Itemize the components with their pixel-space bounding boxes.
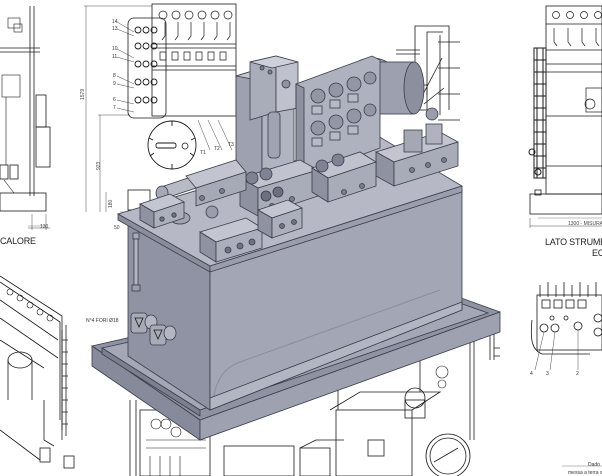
balloon-4: 4 — [530, 371, 533, 377]
drain-port-annotation: N°4 FORI Ø18 — [86, 318, 119, 324]
balloon-t3: T3 — [228, 142, 234, 148]
dim-lower-height: 923 — [96, 161, 102, 170]
dim-total-height: 1579 — [80, 88, 86, 100]
heat-exchanger — [155, 159, 247, 225]
oil-tank — [127, 189, 463, 411]
balloon-13: 13 — [112, 26, 118, 32]
right-side-view — [528, 5, 602, 228]
left-view-caption: CALORE — [0, 236, 36, 246]
dim-base-width: 130 — [40, 224, 49, 230]
balloon-9: 9 — [113, 81, 116, 87]
motor-valve-panel — [295, 55, 425, 177]
left-side-view — [0, 6, 51, 230]
power-unit-render — [91, 55, 502, 441]
dim-plate: 50 — [114, 225, 120, 231]
bottom-right-note-line1: Dado — [588, 462, 600, 468]
right-view-caption-line1: LATO STRUMENTAZIO — [545, 237, 602, 247]
balloon-7: 7 — [113, 105, 116, 111]
dim-right-measure: 1300 - MISURA — [568, 221, 602, 227]
balloon-6: 6 — [113, 97, 116, 103]
balloon-3: 3 — [546, 371, 549, 377]
balloon-t1: T1 — [200, 150, 206, 156]
balloon-2: 2 — [576, 371, 579, 377]
balloon-t2: T2 — [214, 146, 220, 152]
bottom-left-iso-view — [0, 275, 75, 469]
accumulator-tower — [235, 55, 299, 183]
manifold-front-view — [489, 282, 602, 371]
dim-base-height: 180 — [108, 199, 114, 208]
piping-detail — [396, 25, 460, 121]
balloon-10: 10 — [112, 46, 118, 52]
front-view — [84, 3, 237, 212]
bottom-right-note-line2: messa a terra serb — [568, 470, 602, 476]
right-view-caption-line2: ECO — [592, 248, 602, 258]
right-manifold-blocks — [374, 107, 460, 187]
breather-caps — [130, 312, 177, 346]
front-manifold-blocks — [139, 186, 303, 263]
balloon-14: 14 — [112, 19, 118, 25]
center-valve-blocks — [238, 151, 377, 217]
level-gauge — [131, 232, 141, 292]
balloon-11: 11 — [112, 54, 118, 60]
balloon-8: 8 — [113, 73, 116, 79]
